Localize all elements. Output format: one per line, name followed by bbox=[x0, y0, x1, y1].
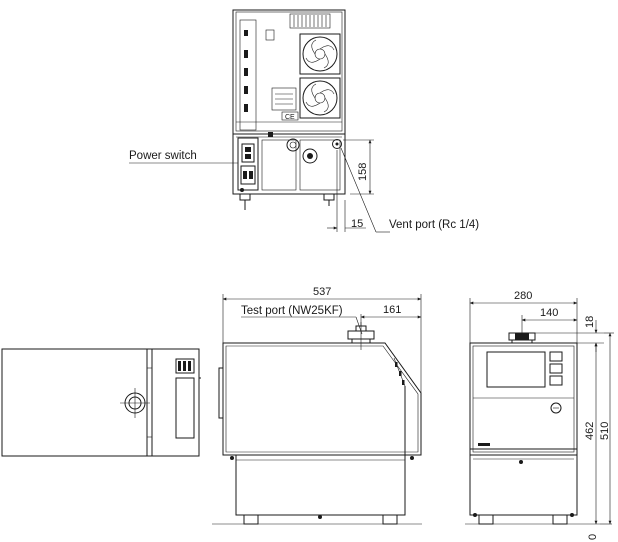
dimension-161: 161 bbox=[360, 304, 422, 326]
dimension-18: 18 bbox=[535, 316, 604, 352]
vent-port-fitting bbox=[332, 139, 342, 149]
power-switch bbox=[237, 137, 259, 191]
dim-280-label: 280 bbox=[514, 290, 532, 302]
dim-18-label: 18 bbox=[584, 316, 596, 328]
dimension-537: 537 bbox=[222, 286, 422, 393]
fan-lower bbox=[299, 77, 341, 119]
test-port-callout: Test port (NW25KF) bbox=[241, 305, 363, 335]
dimension-462: 462 bbox=[584, 342, 612, 525]
vent-port-label: Vent port (Rc 1/4) bbox=[389, 219, 479, 231]
dimension-280: 280 bbox=[469, 290, 578, 343]
dimension-510: 510 bbox=[599, 332, 614, 525]
vent-port-callout: Vent port (Rc 1/4) bbox=[340, 147, 479, 233]
fan-upper bbox=[299, 33, 341, 75]
dim-158-label: 158 bbox=[357, 163, 369, 181]
dim-161-label: 161 bbox=[383, 304, 401, 316]
front-test-port bbox=[508, 332, 536, 344]
front-view bbox=[465, 332, 600, 525]
side-view bbox=[212, 322, 422, 525]
dim-140-label: 140 bbox=[540, 307, 558, 319]
dim-15-label: 15 bbox=[351, 218, 363, 230]
test-port-label: Test port (NW25KF) bbox=[241, 305, 343, 317]
dimension-15: 15 bbox=[327, 150, 366, 232]
dim-510-label: 510 bbox=[599, 422, 611, 440]
dim-537-label: 537 bbox=[313, 286, 331, 298]
dimension-158: 158 bbox=[343, 139, 374, 195]
power-switch-label: Power switch bbox=[129, 150, 197, 162]
rear-view: CE bbox=[232, 9, 346, 210]
dim-zero-label: 0 bbox=[587, 534, 599, 540]
top-view bbox=[1, 348, 201, 457]
ce-mark: CE bbox=[285, 114, 295, 121]
dim-462-label: 462 bbox=[584, 422, 596, 440]
power-switch-callout: Power switch bbox=[129, 150, 238, 164]
dimension-140: 140 bbox=[521, 307, 578, 333]
